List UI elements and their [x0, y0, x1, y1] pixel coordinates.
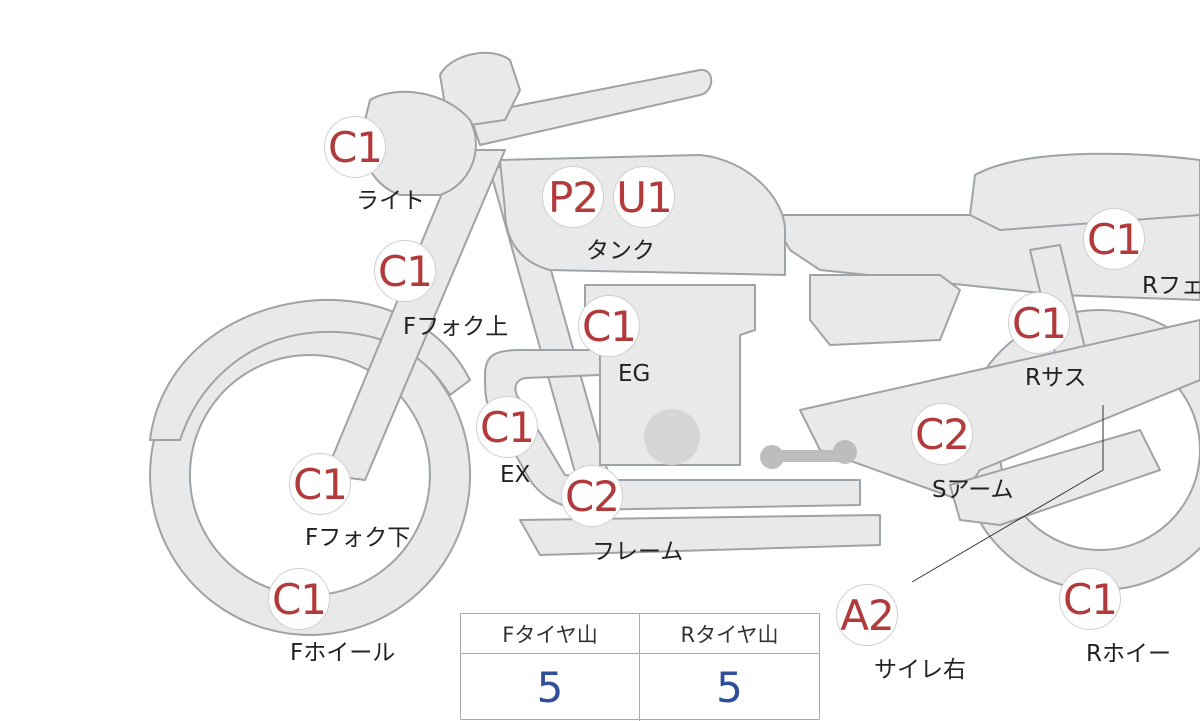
light-code-badge: C1 — [324, 116, 386, 178]
fwheel-code-badge: C1 — [268, 568, 330, 630]
frame-label: フレーム — [592, 539, 684, 565]
ffork-lower-code-badge: C1 — [289, 453, 351, 515]
rear-tire-header: Rタイヤ山 — [640, 614, 819, 654]
fork-top-shape — [439, 51, 521, 126]
ex-label: EX — [500, 462, 531, 488]
rear-tire-value: 5 — [716, 663, 743, 712]
ex-code-badge: C1 — [476, 396, 538, 458]
rwheel-code-badge: C1 — [1059, 568, 1121, 630]
rwheel-label: Rホイー — [1086, 641, 1171, 667]
frame-code-badge: C2 — [561, 465, 623, 527]
ffork-upper-code-badge: C1 — [374, 240, 436, 302]
engine-cover-dot — [644, 409, 700, 465]
eg-label: EG — [618, 361, 651, 387]
muffler-shape — [949, 429, 1161, 526]
side-cover-shape — [809, 274, 961, 346]
handlebar-shape — [469, 68, 713, 146]
ffork-upper-label: Fフォク上 — [403, 314, 509, 340]
sarm-code-badge: C2 — [911, 403, 973, 465]
rear-cowl-shape — [969, 152, 1200, 231]
fwheel-label: Fホイール — [290, 640, 396, 666]
leader-lines — [911, 405, 1104, 583]
light-label: ライト — [356, 188, 425, 214]
muffler-right-label: サイレ右 — [874, 657, 966, 683]
rfender-label: Rフェ — [1142, 273, 1200, 299]
rsus-code-badge: C1 — [1008, 292, 1070, 354]
footrest-peg — [760, 440, 857, 469]
front-tire-value: 5 — [461, 654, 640, 721]
tank-label: タンク — [586, 238, 655, 264]
front-fork-shape — [324, 149, 506, 481]
tire-tread-table: Fタイヤ山 Rタイヤ山 5 5 — [460, 613, 820, 721]
rsus-label: Rサス — [1025, 365, 1087, 391]
sarm-label: Sアーム — [932, 477, 1014, 503]
tank-code-badge-1: P2 — [542, 166, 604, 228]
muffler-right-code-badge: A2 — [836, 584, 898, 646]
front-tire-header: Fタイヤ山 — [461, 614, 640, 654]
eg-code-badge: C1 — [578, 295, 640, 357]
frame-cradle-shape — [519, 514, 881, 556]
ffork-lower-label: Fフォク下 — [305, 525, 411, 551]
tank-code-badge-2: U1 — [613, 166, 675, 228]
rfender-code-badge: C1 — [1083, 208, 1145, 270]
